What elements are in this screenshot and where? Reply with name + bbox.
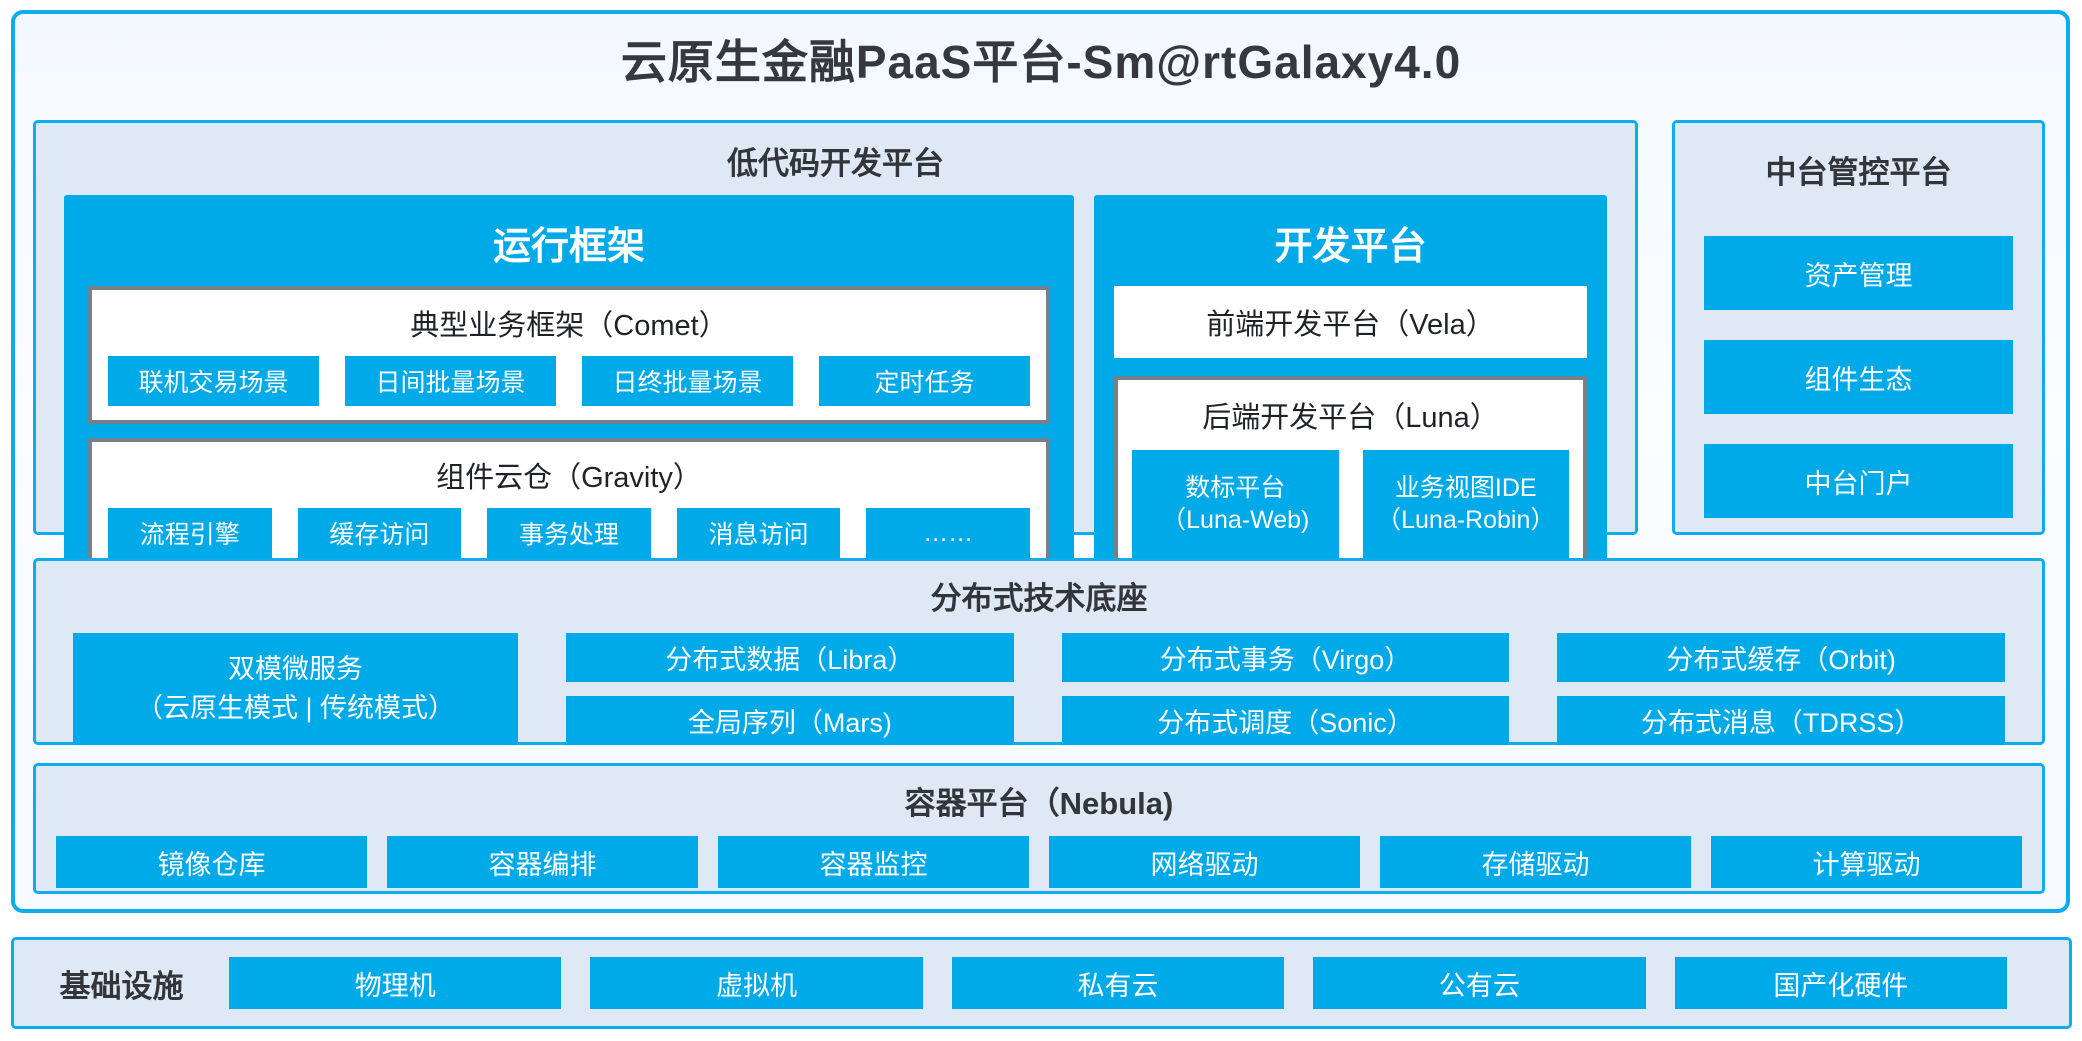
low-code-body: 运行框架 典型业务框架（Comet） 联机交易场景 日间批量场景 日终批量场景 … — [36, 195, 1635, 608]
panel-low-code-platform: 低代码开发平台 运行框架 典型业务框架（Comet） 联机交易场景 日间批量场景… — [33, 120, 1638, 592]
dual-mode-line1: 双模微服务 — [228, 653, 363, 684]
chip-compute-driver: 计算驱动 — [1711, 836, 2022, 888]
chip-distributed-cache-orbit: 分布式缓存（Orbit) — [1557, 633, 2006, 682]
gravity-title: 组件云仓（Gravity） — [436, 462, 702, 494]
chip-message-access: 消息访问 — [676, 508, 841, 558]
chip-private-cloud: 私有云 — [951, 957, 1285, 1009]
chip-dual-mode-microservices: 双模微服务 （云原生模式 | 传统模式） — [73, 633, 518, 745]
chip-distributed-transaction-virgo: 分布式事务（Virgo） — [1061, 633, 1510, 682]
distributed-column-2: 分布式事务（Virgo） 分布式调度（Sonic） — [1061, 633, 1510, 745]
page-title: 云原生金融PaaS平台-Sm@rtGalaxy4.0 — [620, 36, 1462, 88]
dual-mode-line2: （云原生模式 | 传统模式） — [135, 693, 456, 723]
luna-web-name: 数标平台 — [1185, 473, 1286, 502]
chip-global-sequence-mars: 全局序列（Mars) — [566, 696, 1014, 745]
group-comet: 典型业务框架（Comet） 联机交易场景 日间批量场景 日终批量场景 定时任务 — [88, 286, 1050, 424]
chip-public-cloud: 公有云 — [1313, 957, 1646, 1009]
group-luna: 后端开发平台（Luna） 数标平台 （Luna-Web) 业务视图IDE （Lu… — [1114, 376, 1587, 578]
runtime-framework-title: 运行框架 — [492, 226, 645, 268]
distributed-column-3: 分布式缓存（Orbit) 分布式消息（TDRSS） — [1557, 633, 2006, 745]
panel-distributed-base: 分布式技术底座 双模微服务 （云原生模式 | 传统模式） 分布式数据（Libra… — [33, 558, 2045, 745]
container-platform-items: 镜像仓库 容器编排 容器监控 网络驱动 存储驱动 计算驱动 — [36, 823, 2042, 888]
chip-distributed-message-tdrss: 分布式消息（TDRSS） — [1557, 696, 2006, 745]
chip-eod-batch: 日终批量场景 — [582, 356, 793, 406]
infrastructure-items: 物理机 虚拟机 私有云 公有云 国产化硬件 — [229, 957, 2008, 1009]
chip-network-driver: 网络驱动 — [1049, 836, 1360, 888]
chip-storage-driver: 存储驱动 — [1380, 836, 1691, 888]
chip-virtual-machine: 虚拟机 — [590, 957, 923, 1009]
section-runtime-framework: 运行框架 典型业务框架（Comet） 联机交易场景 日间批量场景 日终批量场景 … — [64, 195, 1074, 592]
chip-luna-robin: 业务视图IDE （Luna-Robin） — [1362, 450, 1569, 558]
distributed-body: 双模微服务 （云原生模式 | 传统模式） 分布式数据（Libra） 全局序列（M… — [36, 618, 2042, 745]
chip-physical-machine: 物理机 — [229, 957, 562, 1009]
infrastructure-title: 基础设施 — [59, 968, 184, 1004]
mid-platform-items: 资产管理 组件生态 中台门户 — [1675, 192, 2042, 518]
panel-infrastructure: 基础设施 物理机 虚拟机 私有云 公有云 国产化硬件 — [11, 937, 2072, 1029]
chip-ellipsis: …… — [866, 508, 1030, 558]
low-code-platform-title: 低代码开发平台 — [727, 146, 944, 181]
chip-process-engine: 流程引擎 — [108, 508, 272, 558]
luna-robin-code: （Luna-Robin） — [1376, 506, 1556, 534]
chip-distributed-scheduling-sonic: 分布式调度（Sonic） — [1061, 696, 1510, 745]
comet-items: 联机交易场景 日间批量场景 日终批量场景 定时任务 — [108, 356, 1030, 406]
panel-container-platform: 容器平台（Nebula) 镜像仓库 容器编排 容器监控 网络驱动 存储驱动 计算… — [33, 763, 2045, 894]
luna-robin-name: 业务视图IDE — [1394, 473, 1537, 502]
chip-cache-access: 缓存访问 — [297, 508, 462, 558]
container-platform-title: 容器平台（Nebula) — [904, 786, 1174, 821]
chip-image-registry: 镜像仓库 — [56, 836, 367, 888]
vela-box: 前端开发平台（Vela） — [1114, 286, 1587, 358]
chip-component-ecosystem: 组件生态 — [1704, 340, 2013, 414]
comet-title: 典型业务框架（Comet） — [410, 310, 728, 342]
distributed-base-title: 分布式技术底座 — [930, 581, 1148, 616]
distributed-column-1: 分布式数据（Libra） 全局序列（Mars) — [566, 633, 1014, 745]
chip-online-trading: 联机交易场景 — [108, 356, 319, 406]
chip-transaction-processing: 事务处理 — [487, 508, 651, 558]
chip-scheduled-tasks: 定时任务 — [819, 356, 1030, 406]
chip-luna-web: 数标平台 （Luna-Web) — [1132, 450, 1339, 558]
chip-asset-management: 资产管理 — [1704, 236, 2013, 310]
chip-daytime-batch: 日间批量场景 — [345, 356, 556, 406]
luna-items: 数标平台 （Luna-Web) 业务视图IDE （Luna-Robin） — [1132, 450, 1569, 558]
luna-title: 后端开发平台（Luna） — [1202, 402, 1499, 434]
chip-distributed-data-libra: 分布式数据（Libra） — [566, 633, 1014, 682]
chip-mid-platform-portal: 中台门户 — [1704, 444, 2013, 518]
panel-mid-platform: 中台管控平台 资产管理 组件生态 中台门户 — [1672, 120, 2045, 535]
section-dev-platform: 开发平台 前端开发平台（Vela） 后端开发平台（Luna） 数标平台 （Lun… — [1094, 195, 1607, 592]
group-gravity: 组件云仓（Gravity） 流程引擎 缓存访问 事务处理 消息访问 …… — [88, 438, 1050, 576]
top-row: 低代码开发平台 运行框架 典型业务框架（Comet） 联机交易场景 日间批量场景… — [33, 120, 2045, 592]
gravity-items: 流程引擎 缓存访问 事务处理 消息访问 …… — [108, 508, 1030, 558]
chip-domestic-hardware: 国产化硬件 — [1674, 957, 2008, 1009]
mid-platform-title: 中台管控平台 — [1765, 155, 1952, 190]
dual-mode-column: 双模微服务 （云原生模式 | 传统模式） — [73, 633, 518, 745]
luna-web-code: （Luna-Web) — [1161, 506, 1310, 534]
chip-container-orchestration: 容器编排 — [387, 836, 698, 888]
dev-platform-title: 开发平台 — [1274, 226, 1427, 268]
chip-container-monitoring: 容器监控 — [718, 836, 1029, 888]
